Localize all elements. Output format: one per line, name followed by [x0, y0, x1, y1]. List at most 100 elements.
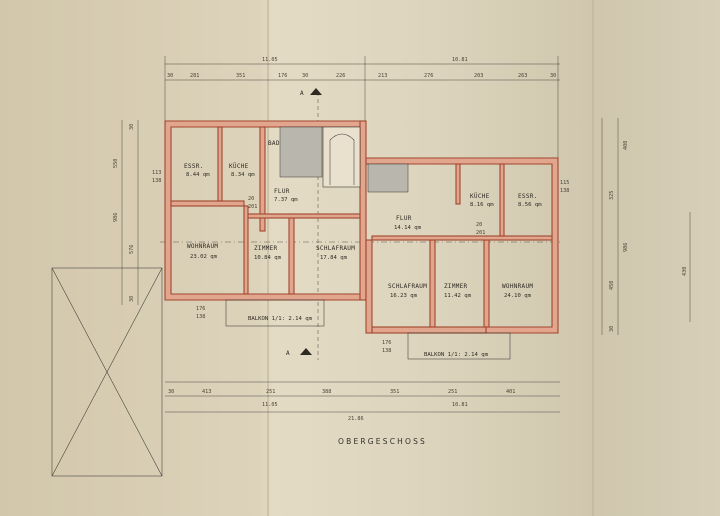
left-dim: 986 — [113, 213, 119, 222]
opening-mark: 138 — [382, 348, 391, 354]
left-dimension-labels: 550 986 576 30 30 — [113, 124, 135, 302]
right-dim: 450 — [609, 281, 615, 290]
wall-schlaf-zimmer — [429, 239, 436, 328]
top-dim: 30 — [167, 73, 173, 79]
section-arrow-top-icon — [310, 88, 322, 95]
room-area-flur-right: 14.14 qm — [394, 225, 422, 231]
opening-mark: 115 — [560, 180, 569, 186]
bottom-dim: 251 — [448, 389, 457, 395]
room-area-zimmer-left: 10.84 qm — [254, 255, 282, 261]
opening-mark: 138 — [196, 314, 205, 320]
room-area-zimmer-right: 11.42 qm — [444, 293, 472, 299]
overall-bottom-a: 11.05 — [262, 402, 278, 408]
wall-flur-right — [371, 235, 553, 241]
top-dim: 263 — [518, 73, 527, 79]
overall-bottom-b: 10.81 — [452, 402, 468, 408]
stair-outline — [51, 267, 163, 477]
room-label-wohnraum-left: WOHNRAUM — [187, 243, 218, 250]
top-dim: 276 — [424, 73, 433, 79]
balcony-label-left: BALKON 1/1: 2.14 qm — [248, 316, 313, 322]
wall-right-bottom — [371, 326, 487, 334]
bottom-dimension-labels: 30 413 251 388 351 251 401 — [168, 389, 515, 395]
wall-right-west — [365, 239, 373, 334]
right-dimension-labels: 400 986 325 450 30 430 — [609, 141, 688, 332]
overall-top-b: 10.81 — [452, 57, 468, 63]
left-dim: 576 — [129, 245, 135, 254]
section-marker-top: A — [300, 90, 304, 97]
bottom-dim: 251 — [266, 389, 275, 395]
top-dimension-labels: 30 281 351 176 30 226 213 276 203 263 30 — [167, 73, 556, 79]
bottom-dim: 413 — [202, 389, 211, 395]
stairwell — [322, 126, 361, 188]
wall-flur-left — [247, 213, 361, 219]
wall-essr-wohnraum — [170, 200, 245, 207]
wall-wohn-zimmer — [243, 205, 249, 295]
room-area-wohnraum-right: 24.10 qm — [504, 293, 532, 299]
room-label-wohnraum-right: WOHNRAUM — [502, 283, 533, 290]
top-dim: 226 — [336, 73, 345, 79]
top-dim: 203 — [474, 73, 483, 79]
opening-mark: 20 — [248, 196, 254, 202]
opening-mark: 113 — [152, 170, 161, 176]
room-label-kueche-right: KÜCHE — [470, 193, 490, 200]
balcony-left — [225, 299, 325, 327]
left-dim: 550 — [113, 159, 119, 168]
room-area-essr-right: 8.56 qm — [518, 202, 542, 208]
room-label-zimmer-left: ZIMMER — [254, 245, 278, 252]
section-marker-bottom: A — [286, 350, 290, 357]
opening-mark: 201 — [476, 230, 485, 236]
wall-essr-kueche — [217, 126, 223, 202]
room-label-schlafraum-right: SCHLAFRAUM — [388, 283, 427, 290]
top-dim: 30 — [550, 73, 556, 79]
right-dim: 30 — [609, 326, 615, 332]
left-dim: 30 — [129, 296, 135, 302]
right-dim: 400 — [623, 141, 629, 150]
room-area-essr-left: 8.44 qm — [186, 172, 210, 178]
bottom-dim: 30 — [168, 389, 174, 395]
balcony-right — [407, 332, 511, 360]
bath-tiles-left — [279, 126, 323, 178]
stair-diagonal-b — [51, 267, 163, 477]
room-area-flur-left: 7.37 qm — [274, 197, 298, 203]
top-dim: 176 — [278, 73, 287, 79]
opening-mark: 138 — [152, 178, 161, 184]
stair-run — [329, 133, 355, 185]
far-right-dim: 430 — [682, 267, 688, 276]
overall-bottom-total: 21.86 — [348, 416, 364, 422]
room-label-flur-left: FLUR — [274, 188, 290, 195]
bottom-dim: 351 — [390, 389, 399, 395]
room-label-bad-left: BAD — [268, 140, 280, 147]
room-label-zimmer-right: ZIMMER — [444, 283, 468, 290]
room-label-schlafraum-left: SCHLAFRAUM — [316, 245, 355, 252]
opening-mark: 20 — [476, 222, 482, 228]
room-area-schlafraum-left: 17.84 qm — [320, 255, 348, 261]
top-dim: 351 — [236, 73, 245, 79]
wall-center-party — [359, 120, 367, 301]
room-area-kueche-right: 8.16 qm — [470, 202, 494, 208]
wall-essr-right — [499, 163, 505, 237]
overall-top-a: 11.05 — [262, 57, 278, 63]
room-area-wohnraum-left: 23.02 qm — [190, 254, 218, 260]
bath-tiles-right — [367, 163, 409, 193]
floor-title: OBERGESCHOSS — [338, 437, 427, 446]
wall-kueche-right — [455, 163, 461, 205]
section-arrow-bottom-icon — [300, 348, 312, 355]
room-label-essr-left: ESSR. — [184, 163, 204, 170]
wall-kueche-bad — [259, 126, 266, 232]
opening-mark: 201 — [248, 204, 257, 210]
opening-marks: 113 138 20 201 115 138 20 201 176 138 17… — [152, 170, 569, 354]
top-dim: 281 — [190, 73, 199, 79]
wall-zimmer-schlaf — [288, 213, 295, 295]
wall-zimmer-wohn — [483, 239, 490, 328]
opening-mark: 176 — [382, 340, 391, 346]
balcony-label-right: BALKON 1/1: 2.14 qm — [424, 352, 489, 358]
room-label-essr-right: ESSR. — [518, 193, 538, 200]
opening-mark: 138 — [560, 188, 569, 194]
room-label-flur-right: FLUR — [396, 215, 412, 222]
room-area-kueche-left: 8.34 qm — [231, 172, 255, 178]
room-area-schlafraum-right: 16.23 qm — [390, 293, 418, 299]
opening-mark: 176 — [196, 306, 205, 312]
right-dim: 325 — [609, 191, 615, 200]
top-dim: 213 — [378, 73, 387, 79]
